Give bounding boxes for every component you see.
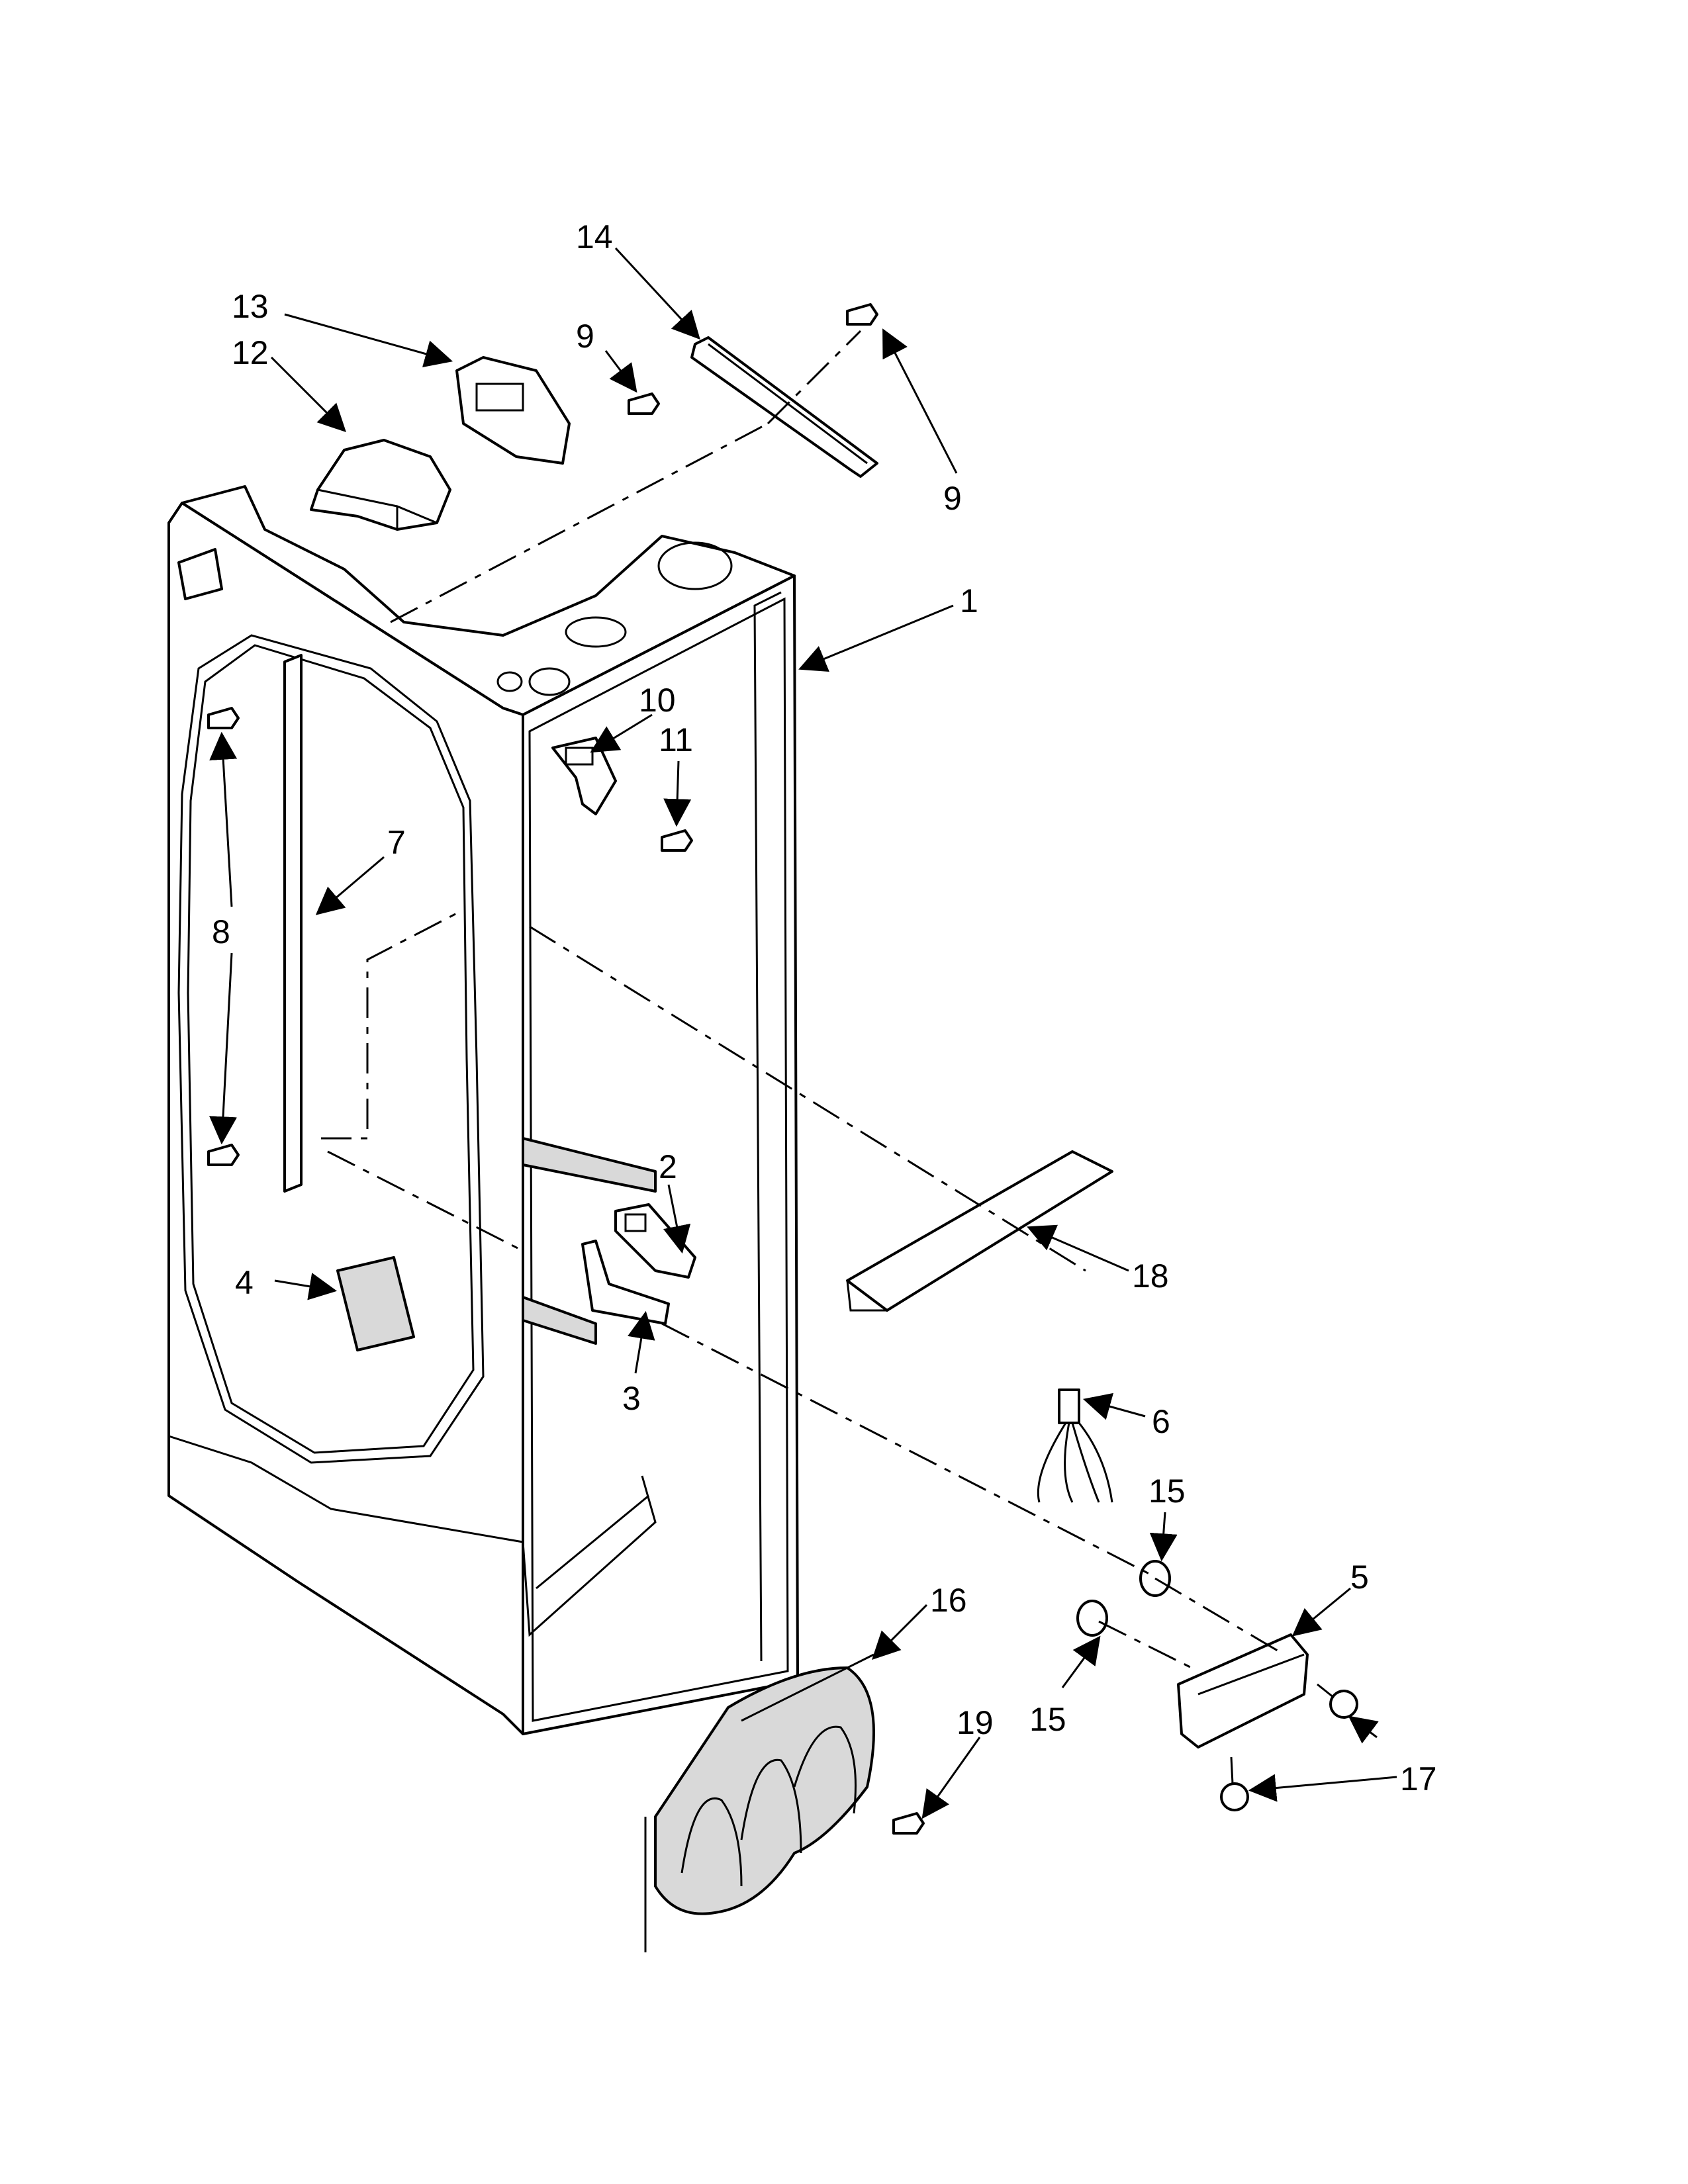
part-2-bracket xyxy=(614,1203,696,1279)
callout-8: 8 xyxy=(212,913,230,950)
callout-2: 2 xyxy=(659,1148,677,1185)
leader-arrows xyxy=(209,247,1397,1819)
callout-6: 6 xyxy=(1152,1403,1170,1440)
wire-harness xyxy=(1037,1388,1113,1503)
callout-4: 4 xyxy=(235,1264,254,1301)
callout-13: 13 xyxy=(232,288,269,325)
pin-17-upper xyxy=(1317,1683,1358,1719)
cabinet-liner xyxy=(167,485,799,1735)
callout-16: 16 xyxy=(930,1582,967,1619)
thermostat-housing xyxy=(1177,1633,1309,1749)
callout-3: 3 xyxy=(622,1380,641,1417)
screw-9-left xyxy=(628,392,660,415)
callout-5: 5 xyxy=(1350,1559,1369,1596)
assembly-lines xyxy=(321,330,1285,1669)
callout-12: 12 xyxy=(232,334,269,371)
screw-19 xyxy=(892,1812,925,1835)
pin-17-lower xyxy=(1220,1756,1249,1811)
callout-11: 11 xyxy=(659,721,693,758)
callout-1: 1 xyxy=(960,582,978,619)
screw-11 xyxy=(661,829,693,852)
callout-18: 18 xyxy=(1132,1257,1169,1295)
evaporator-coil xyxy=(644,1653,875,1952)
callout-17: 17 xyxy=(1400,1760,1437,1797)
part-4-vent xyxy=(336,1256,415,1351)
control-bracket xyxy=(455,356,571,465)
control-housing xyxy=(310,439,451,531)
callout-labels: 14 13 12 9 9 1 10 11 7 8 2 4 3 18 6 15 5… xyxy=(212,218,1437,1797)
callout-19: 19 xyxy=(957,1704,994,1741)
screw-8-top xyxy=(207,707,240,729)
screw-8-bottom xyxy=(207,1144,240,1166)
part-3-bracket xyxy=(581,1240,670,1325)
callout-9-upper: 9 xyxy=(576,318,594,355)
screw-9-right xyxy=(846,303,878,326)
long-channel xyxy=(846,1150,1113,1312)
callout-9-right: 9 xyxy=(943,480,962,517)
callout-10: 10 xyxy=(639,682,676,719)
callout-15-lower: 15 xyxy=(1029,1701,1066,1738)
callout-14: 14 xyxy=(576,218,613,255)
grommet-15-lower xyxy=(1076,1600,1108,1637)
callout-7: 7 xyxy=(387,824,406,861)
callout-15-upper: 15 xyxy=(1149,1473,1186,1510)
